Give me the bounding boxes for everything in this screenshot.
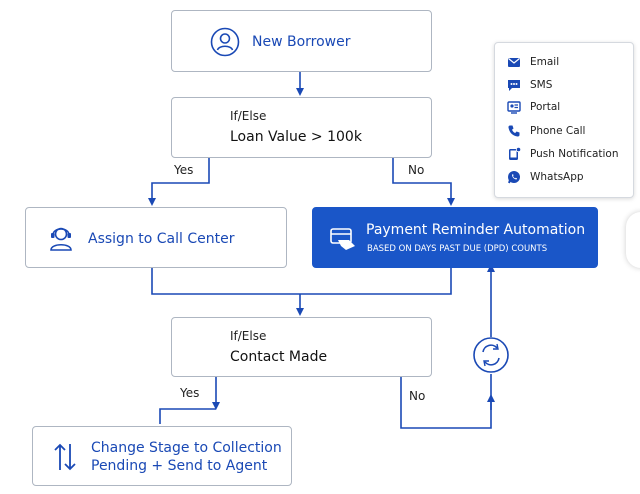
contact-yes-label: Yes [180,386,200,400]
channel-portal[interactable]: Portal [507,98,560,116]
node-contact-check[interactable]: If/Else Contact Made [171,317,432,377]
envelope-icon [508,58,520,67]
contact-check-condition: Contact Made [230,349,328,365]
change-stage-line2: Pending + Send to Agent [91,458,268,474]
node-change-stage[interactable]: Change Stage to Collection Pending + Sen… [32,426,292,486]
contact-check-kind: If/Else [230,329,267,343]
call-center-label: Assign to Call Center [88,231,235,247]
node-new-borrower[interactable]: New Borrower [171,10,432,72]
payment-reminder-label: Payment Reminder Automation [366,222,586,238]
side-scroll-handle[interactable] [626,212,640,268]
node-call-center[interactable]: Assign to Call Center [25,207,287,268]
headset-agent-icon [50,227,72,251]
change-stage-line1: Change Stage to Collection [91,440,282,456]
channels-panel: Email SMS Portal Phone Call Push Notific… [494,42,634,198]
channel-whatsapp[interactable]: WhatsApp [507,168,584,186]
edge-merge [151,268,452,295]
channel-push[interactable]: Push Notification [507,145,619,163]
phone-icon [508,125,520,137]
loan-no-label: No [408,163,425,177]
card-reminder-icon [330,228,355,250]
contact-no-label: No [409,389,426,403]
payment-reminder-sublabel: BASED ON DAYS PAST DUE (DPD) COUNTS [367,244,548,254]
channel-phone-label: Phone Call [530,125,586,137]
channel-portal-label: Portal [530,101,561,113]
whatsapp-icon [508,171,520,184]
repeat-icon [473,337,509,373]
loan-check-condition: Loan Value > 100k [230,129,362,145]
sms-icon [508,80,520,91]
push-notification-icon [509,147,521,160]
channel-push-label: Push Notification [530,148,619,160]
channel-sms[interactable]: SMS [507,76,552,94]
portal-icon [507,101,521,114]
channel-sms-label: SMS [530,79,553,91]
channel-email[interactable]: Email [507,53,559,71]
edge-contact-yes-down [159,408,216,424]
edge-loan-no [392,158,455,206]
new-borrower-label: New Borrower [252,34,351,50]
channel-email-label: Email [530,56,560,68]
edge-loan-yes [148,158,210,206]
sort-arrows-icon [54,443,76,471]
loan-check-kind: If/Else [230,109,267,123]
channel-phone[interactable]: Phone Call [507,122,585,140]
loan-yes-label: Yes [174,163,194,177]
node-loan-check[interactable]: If/Else Loan Value > 100k [171,97,432,158]
node-payment-reminder[interactable]: Payment Reminder Automation BASED ON DAY… [312,207,598,268]
channel-whatsapp-label: WhatsApp [530,171,584,183]
user-icon [210,27,240,57]
